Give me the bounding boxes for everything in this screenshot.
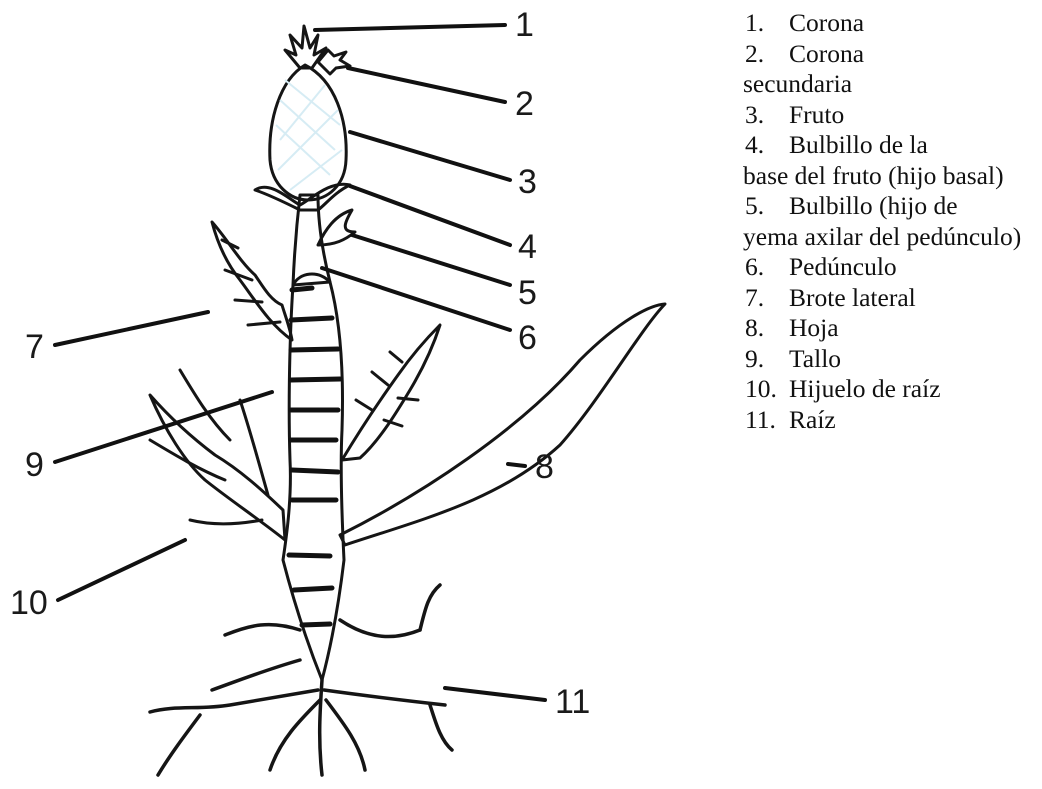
- callout-10: 10: [10, 584, 48, 622]
- leader-11: [445, 688, 545, 700]
- leader-10: [58, 540, 185, 600]
- legend-item: 10.Hijuelo de raíz: [745, 374, 1040, 405]
- leader-3: [350, 132, 510, 180]
- lateral-shoot-upper-leaves: [222, 240, 280, 325]
- legend-item: 6.Pedúnculo: [745, 252, 1040, 283]
- lateral-shoot-right: [342, 325, 440, 460]
- leader-lines: [55, 25, 545, 700]
- legend-item: 8.Hoja: [745, 313, 1040, 344]
- callout-6: 6: [518, 319, 537, 357]
- legend-item: 7.Brote lateral: [745, 283, 1040, 314]
- callout-7: 7: [25, 328, 44, 366]
- leader-2: [348, 68, 505, 102]
- callout-9: 9: [25, 446, 44, 484]
- legend-item: 9.Tallo: [745, 344, 1040, 375]
- callout-1: 1: [515, 6, 534, 44]
- leader-4: [350, 186, 510, 245]
- basal-slip: [318, 210, 355, 245]
- roots: [150, 585, 452, 775]
- callout-11: 11: [555, 683, 590, 721]
- callout-3: 3: [518, 163, 537, 201]
- leader-1: [315, 25, 505, 30]
- callout-2: 2: [515, 85, 534, 123]
- pineapple-plant-diagram: 1 2 3 4 5 6 7 8 9 10 11: [0, 0, 700, 789]
- callout-5: 5: [518, 274, 537, 312]
- root-sucker: [150, 395, 285, 540]
- root-sucker-leaves: [150, 370, 268, 524]
- fruit-pattern: [276, 80, 342, 190]
- legend-item: 1.Corona: [745, 8, 1040, 39]
- callout-4: 4: [518, 228, 537, 266]
- plant-drawing: [150, 26, 665, 775]
- callout-8: 8: [535, 448, 554, 486]
- callout-numbers: 1 2 3 4 5 6 7 8 9 10 11: [10, 6, 590, 721]
- leader-5: [352, 235, 510, 285]
- legend-item: 3.Fruto: [745, 100, 1040, 131]
- legend-item: 11.Raíz: [745, 405, 1040, 436]
- stem-bands: [289, 288, 340, 625]
- leader-8: [508, 464, 525, 466]
- leader-7: [55, 312, 208, 345]
- fruit: [270, 65, 346, 200]
- leader-9: [55, 392, 272, 462]
